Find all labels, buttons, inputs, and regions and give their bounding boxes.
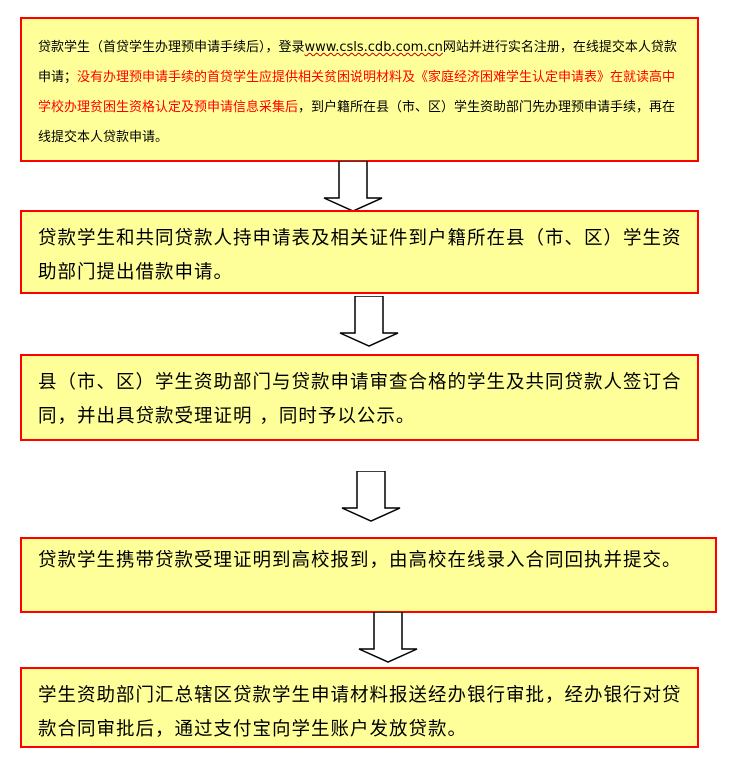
down-arrow-icon — [339, 296, 399, 347]
step-2-text: 贷款学生和共同贷款人持申请表及相关证件到户籍所在县（市、区）学生资助部门提出借款… — [38, 228, 682, 283]
step-3-text: 县（市、区）学生资助部门与贷款申请审查合格的学生及共同贷款人签订合同，并出具贷款… — [38, 372, 682, 427]
step-5-text: 学生资助部门汇总辖区贷款学生申请材料报送经办银行审批，经办银行对贷款合同审批后，… — [38, 685, 682, 740]
step-5-box: 学生资助部门汇总辖区贷款学生申请材料报送经办银行审批，经办银行对贷款合同审批后，… — [20, 667, 699, 748]
step-3-box: 县（市、区）学生资助部门与贷款申请审查合格的学生及共同贷款人签订合同，并出具贷款… — [20, 354, 699, 441]
step-1-text-a: 贷款学生（首贷学生办理预申请手续后），登录 — [38, 40, 305, 55]
step-1-box: 贷款学生（首贷学生办理预申请手续后），登录www.csls.cdb.com.cn… — [20, 17, 699, 162]
down-arrow-icon — [358, 612, 418, 663]
step-2-box: 贷款学生和共同贷款人持申请表及相关证件到户籍所在县（市、区）学生资助部门提出借款… — [20, 210, 699, 294]
step-1-text-c: ，到户籍所在县（市、区）学生资助部门先办理预申请手续，再在线提交本人贷款申请。 — [38, 100, 676, 145]
step-1-text: 贷款学生（首贷学生办理预申请手续后），登录www.csls.cdb.com.cn… — [38, 33, 681, 153]
step-4-box: 贷款学生携带贷款受理证明到高校报到，由高校在线录入合同回执并提交。 — [20, 537, 717, 613]
step-4-text: 贷款学生携带贷款受理证明到高校报到，由高校在线录入合同回执并提交。 — [38, 550, 682, 571]
website-url: www.csls.cdb.com.cn — [304, 40, 443, 55]
step-1-red-note: 没有办理预申请手续的首贷学生应提供相关贫困说明材料及《家庭经济困难学生认定申请表… — [38, 70, 676, 115]
down-arrow-icon — [341, 471, 401, 522]
step-1-text-b: 网站并进行实名注册，在线提交本人贷款申请； — [38, 40, 677, 85]
down-arrow-icon — [323, 161, 383, 212]
